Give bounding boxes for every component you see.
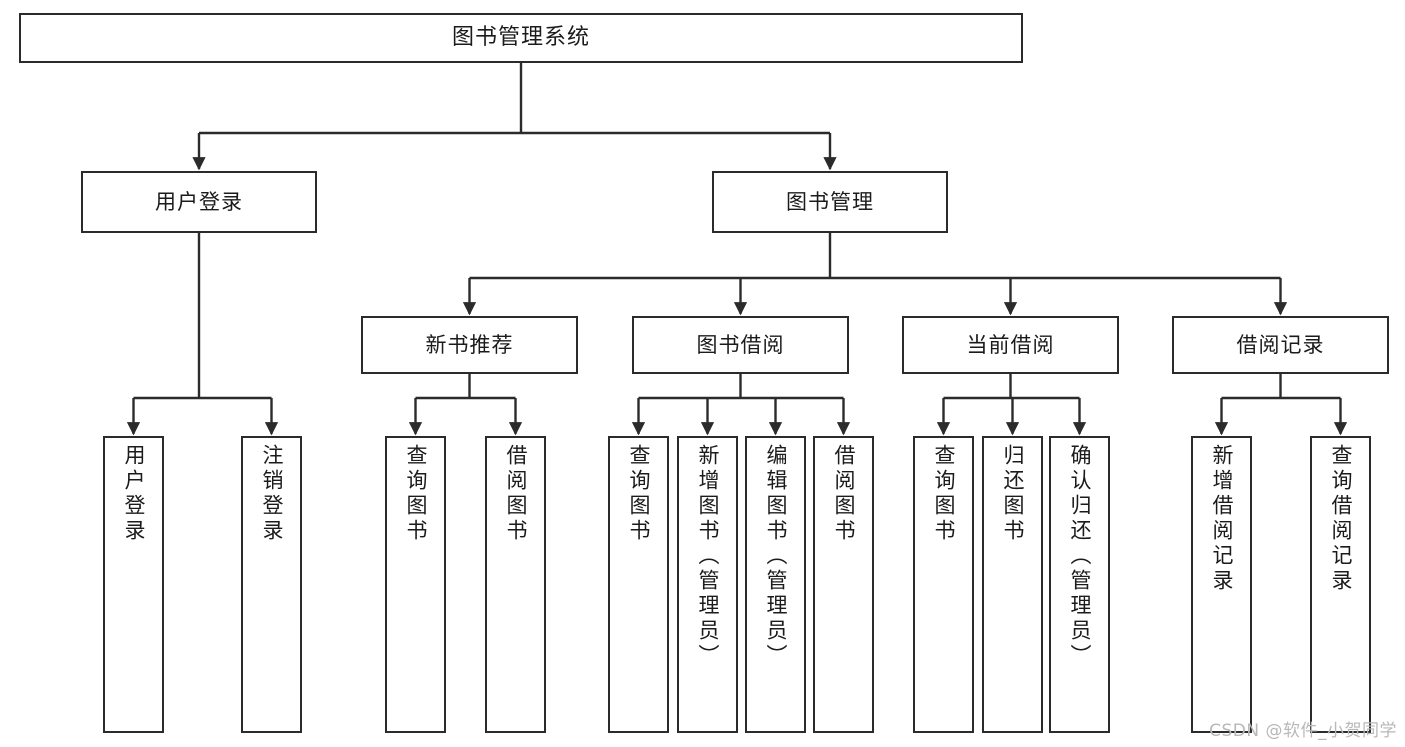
node-l2[interactable]: 注销登录 (241, 436, 303, 734)
node-l11[interactable]: 确认归还（管理员） (1049, 436, 1111, 734)
node-borrow[interactable]: 图书借阅 (632, 316, 850, 375)
node-l6[interactable]: 新增图书（管理员） (677, 436, 739, 734)
node-label: 用户登录 (122, 444, 146, 544)
node-label: 图书管理 (786, 189, 874, 214)
node-login[interactable]: 用户登录 (81, 171, 318, 234)
node-label: 编辑图书（管理员） (764, 444, 788, 669)
node-l5[interactable]: 查询图书 (608, 436, 670, 734)
node-bookmgmt[interactable]: 图书管理 (712, 171, 949, 234)
node-label: 借阅图书 (832, 444, 856, 544)
node-label: 当前借阅 (966, 332, 1055, 357)
node-newbook[interactable]: 新书推荐 (361, 316, 579, 375)
node-l3[interactable]: 查询图书 (385, 436, 447, 734)
node-l12[interactable]: 新增借阅记录 (1191, 436, 1253, 734)
node-label: 借阅记录 (1236, 332, 1325, 357)
node-label: 新增图书（管理员） (696, 444, 720, 669)
node-l13[interactable]: 查询借阅记录 (1310, 436, 1372, 734)
node-l7[interactable]: 编辑图书（管理员） (745, 436, 807, 734)
node-label: 查询图书 (404, 444, 428, 544)
node-label: 新书推荐 (425, 332, 514, 357)
node-root[interactable]: 图书管理系统 (19, 13, 1024, 64)
node-current[interactable]: 当前借阅 (902, 316, 1120, 375)
node-label: 图书借阅 (696, 332, 785, 357)
node-l4[interactable]: 借阅图书 (485, 436, 547, 734)
node-records[interactable]: 借阅记录 (1172, 316, 1390, 375)
node-label: 确认归还（管理员） (1068, 444, 1092, 669)
node-l10[interactable]: 归还图书 (982, 436, 1044, 734)
node-label: 借阅图书 (504, 444, 528, 544)
node-l8[interactable]: 借阅图书 (813, 436, 875, 734)
node-l9[interactable]: 查询图书 (913, 436, 975, 734)
node-label: 查询图书 (932, 444, 956, 544)
node-label: 注销登录 (260, 444, 284, 544)
node-label: 查询图书 (627, 444, 651, 544)
node-label: 图书管理系统 (451, 25, 590, 51)
node-label: 查询借阅记录 (1329, 444, 1353, 594)
node-label: 归还图书 (1001, 444, 1025, 544)
node-label: 用户登录 (155, 189, 243, 214)
node-l1[interactable]: 用户登录 (103, 436, 165, 734)
node-label: 新增借阅记录 (1210, 444, 1234, 594)
watermark: CSDN @软件_小贺同学 (1209, 721, 1397, 741)
